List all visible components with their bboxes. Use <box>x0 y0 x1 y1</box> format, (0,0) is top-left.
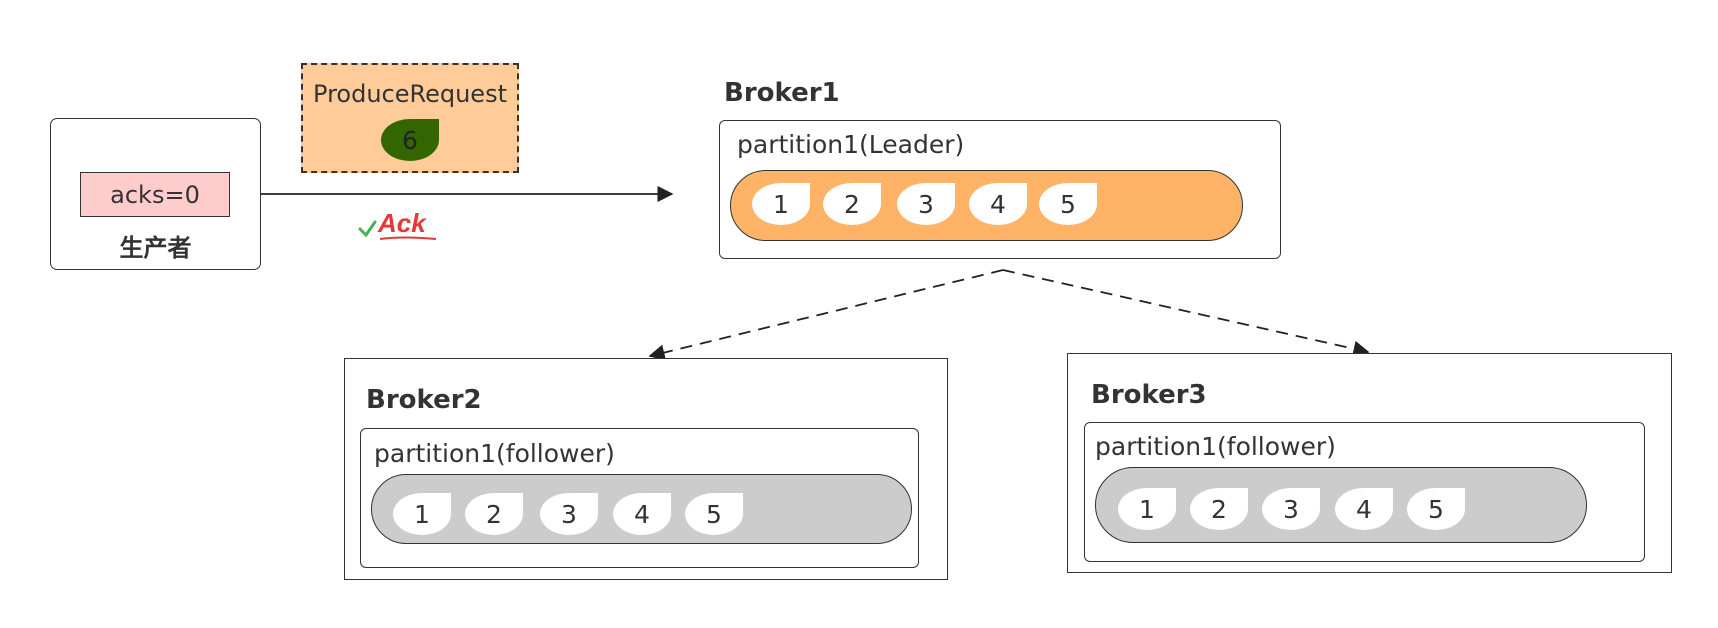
ack-badge: Ack <box>358 208 437 240</box>
broker1-partition-label: partition1(Leader) <box>737 130 965 159</box>
broker2-message: 1 <box>393 493 451 535</box>
broker3-message: 5 <box>1407 488 1465 530</box>
broker3-message: 1 <box>1118 488 1176 530</box>
replication-arrow-broker3 <box>1002 269 1370 357</box>
broker2-message: 4 <box>613 493 671 535</box>
broker1-message: 2 <box>823 183 881 225</box>
ack-text: Ack <box>377 208 427 238</box>
broker2-message: 3 <box>540 493 598 535</box>
broker1-message: 3 <box>897 183 955 225</box>
check-icon <box>358 220 377 238</box>
acks-setting: acks=0 <box>80 172 230 217</box>
broker1-message: 5 <box>1039 183 1097 225</box>
broker3-message: 2 <box>1190 488 1248 530</box>
producer-label: 生产者 <box>119 234 192 262</box>
broker3-message: 4 <box>1335 488 1393 530</box>
broker2-message: 2 <box>465 493 523 535</box>
broker3-title: Broker3 <box>1091 380 1207 410</box>
produce-request-label: ProduceRequest <box>313 80 507 108</box>
broker1-title: Broker1 <box>724 78 840 108</box>
broker1-message: 1 <box>752 183 810 225</box>
broker3-message: 3 <box>1262 488 1320 530</box>
request-message: 6 <box>381 119 439 161</box>
broker2-title: Broker2 <box>366 385 482 415</box>
broker1-message: 4 <box>969 183 1027 225</box>
replication-arrow-broker2 <box>648 269 1004 361</box>
broker2-partition-label: partition1(follower) <box>374 439 615 468</box>
ack-underline <box>379 236 437 240</box>
broker2-message: 5 <box>685 493 743 535</box>
broker3-partition-label: partition1(follower) <box>1095 432 1336 461</box>
